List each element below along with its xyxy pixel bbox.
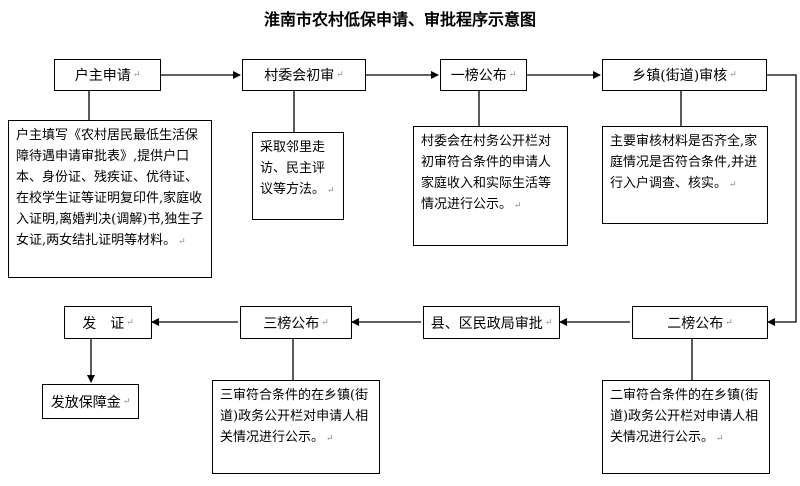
step-label: 一榜公布 (450, 68, 507, 84)
return-mark-icon: ↵ (122, 396, 131, 407)
desc-second-posting: 二审符合条件的在乡镇(街道)政务公开栏对申请人相关情况进行公示。↵ (602, 380, 770, 474)
return-mark-icon: ↵ (126, 317, 134, 328)
step-label: 发放保障金 (50, 394, 121, 411)
return-mark-icon: ↵ (336, 70, 344, 80)
step-town-audit: 乡镇(街道)审核↵ (602, 59, 767, 91)
step-pay-allowance: 发放保障金↵ (42, 384, 139, 419)
desc-third-posting: 三审符合条件的在乡镇(街道)政务公开栏对申请人相关情况进行公示。↵ (212, 380, 380, 474)
diagram-title: 淮南市农村低保申请、审批程序示意图 (263, 10, 536, 29)
return-mark-icon: ↵ (508, 70, 517, 80)
return-mark-icon: ↵ (544, 317, 553, 328)
step-household-apply: 户主申请↵ (54, 59, 161, 91)
return-mark-icon: ↵ (132, 70, 141, 80)
return-mark-icon: ↵ (725, 317, 733, 328)
desc-text: 主要审核材料是否齐全,家庭情况是否符合条件,并进行入户调查、核实。 (610, 134, 758, 191)
step-second-posting: 二榜公布↵ (632, 306, 768, 339)
desc-text: 三审符合条件的在乡镇(街道)政务公开栏对申请人相关情况进行公示。 (220, 388, 369, 445)
step-label: 发 证 (82, 315, 125, 332)
desc-village-review: 采取邻里走访、民主评议等方法。↵ (252, 132, 344, 220)
desc-text: 二审符合条件的在乡镇(街道)政务公开栏对申请人相关情况进行公示。 (610, 388, 759, 445)
step-label: 县、区民政局审批 (430, 315, 543, 332)
step-label: 户主申请 (74, 68, 131, 84)
arrow-town-to-second (767, 74, 797, 326)
return-mark-icon: ↵ (514, 201, 522, 211)
step-label: 村委会初审 (264, 68, 335, 84)
return-mark-icon: ↵ (326, 434, 334, 444)
step-village-review: 村委会初审↵ (242, 59, 366, 91)
step-county-approval: 县、区民政局审批↵ (423, 306, 560, 339)
desc-town-audit: 主要审核材料是否齐全,家庭情况是否符合条件,并进行入户调查、核实。↵ (602, 126, 768, 224)
desc-household-apply: 户主填写《农村居民最低生活保障待遇申请审批表》,提供户口本、身份证、残疾证、优待… (8, 120, 212, 278)
step-first-posting: 一榜公布↵ (440, 59, 527, 91)
return-mark-icon: ↵ (729, 180, 737, 190)
return-mark-icon: ↵ (178, 237, 186, 247)
step-issue-certificate: 发 证↵ (64, 306, 152, 339)
return-mark-icon: ↵ (729, 70, 737, 80)
return-mark-icon: ↵ (716, 434, 724, 444)
desc-text: 采取邻里走访、民主评议等方法。 (260, 140, 326, 197)
step-label: 二榜公布 (667, 315, 724, 332)
desc-first-posting: 村委会在村务公开栏对初审符合条件的申请人家庭收入和实际生活等情况进行公示。↵ (413, 126, 568, 246)
return-mark-icon: ↵ (321, 317, 329, 328)
step-label: 三榜公布 (263, 315, 320, 332)
return-mark-icon: ↵ (327, 186, 335, 196)
desc-text: 村委会在村务公开栏对初审符合条件的申请人家庭收入和实际生活等情况进行公示。 (421, 134, 552, 212)
step-third-posting: 三榜公布↵ (240, 306, 352, 339)
desc-text: 户主填写《农村居民最低生活保障待遇申请审批表》,提供户口本、身份证、残疾证、优待… (16, 128, 204, 248)
step-label: 乡镇(街道)审核 (632, 68, 728, 84)
